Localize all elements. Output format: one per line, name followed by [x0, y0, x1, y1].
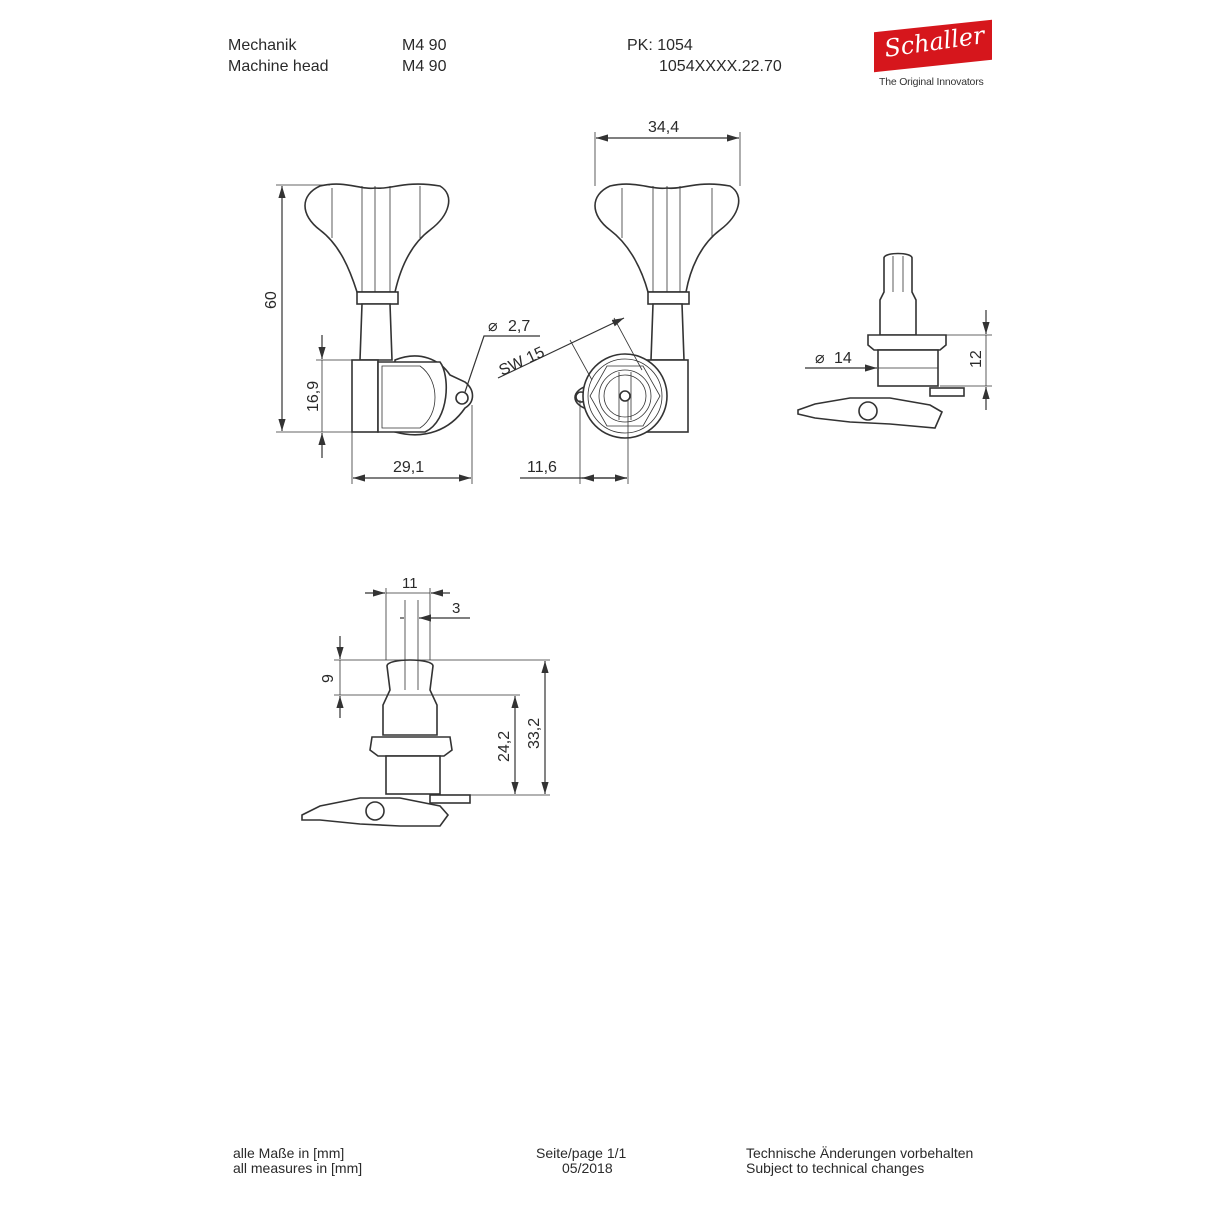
dim-height-total: 60: [263, 291, 280, 309]
label-de: Mechanik: [228, 37, 297, 54]
logo-tagline: The Original Innovators: [879, 76, 984, 88]
schaller-logo: Schaller The Original Innovators: [870, 19, 1000, 92]
side-view-left: 60 16,9 29,1 ⌀ 2,7: [263, 183, 540, 484]
footer-note-de: Technische Änderungen vorbehalten: [746, 1145, 974, 1161]
model-de: M4 90: [402, 37, 447, 54]
dim-hole-diameter: 2,7: [508, 318, 530, 335]
dim-wrench-size: SW 15: [497, 344, 548, 380]
dim-post-height: 24,2: [496, 731, 513, 762]
article-number: 1054XXXX.22.70: [659, 58, 782, 75]
side-view-right: 34,4 SW 15 11,6: [497, 119, 741, 484]
dim-post-top: 9: [320, 674, 337, 683]
dim-hole-offset: 11,6: [527, 459, 557, 476]
dim-slot-width: 3: [452, 600, 460, 617]
dim-body-width: 29,1: [393, 459, 424, 476]
dim-bushing-diameter: 14: [834, 350, 852, 367]
dim-post-diameter: 11: [402, 575, 418, 592]
pk-number: PK: 1054: [627, 37, 693, 54]
label-en: Machine head: [228, 58, 329, 75]
footer-units-de: alle Maße in [mm]: [233, 1145, 345, 1161]
dim-width-total: 34,4: [648, 119, 679, 136]
footer-note-en: Subject to technical changes: [746, 1160, 925, 1176]
dim-bushing-height: 12: [968, 350, 985, 368]
bushing-view-small: 12 ⌀ 14: [797, 252, 992, 429]
dim-hole-diameter-symbol: ⌀: [488, 318, 498, 335]
bushing-view-large: 11 3 9 24,2 33,2: [301, 575, 550, 827]
dim-body-height: 16,9: [305, 381, 322, 412]
footer-page: Seite/page 1/1: [536, 1145, 627, 1161]
dim-overall-post: 33,2: [526, 718, 543, 749]
model-en: M4 90: [402, 58, 447, 75]
dim-bushing-diameter-symbol: ⌀: [815, 350, 825, 367]
footer-units-en: all measures in [mm]: [233, 1160, 363, 1176]
footer-date: 05/2018: [562, 1160, 613, 1176]
